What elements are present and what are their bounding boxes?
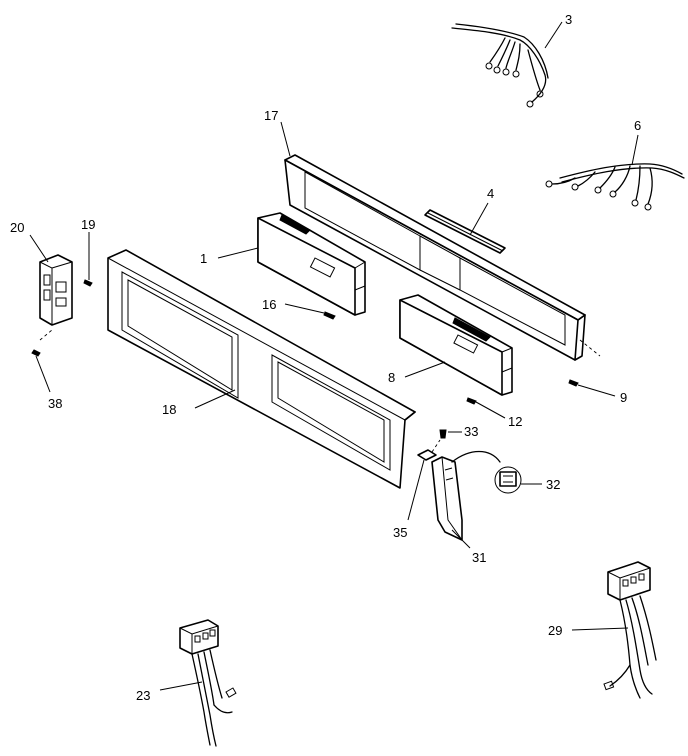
- label-31: 31: [472, 550, 486, 565]
- front-panel-18: [107, 249, 416, 489]
- label-29: 29: [548, 623, 562, 638]
- screw-33: [439, 429, 462, 439]
- label-1: 1: [200, 251, 207, 266]
- switch-bracket-31: [431, 456, 471, 549]
- label-18: 18: [162, 402, 176, 417]
- label-12: 12: [508, 414, 522, 429]
- label-38: 38: [48, 396, 62, 411]
- control-board-8: [399, 294, 513, 396]
- rear-panel-17: [280, 121, 601, 361]
- label-4: 4: [487, 186, 494, 201]
- screw-19: [83, 232, 93, 287]
- label-6: 6: [634, 118, 641, 133]
- screw-9: [568, 379, 616, 397]
- label-23: 23: [136, 688, 150, 703]
- bracket-20: [29, 234, 73, 326]
- screw-12: [466, 397, 506, 419]
- label-3: 3: [565, 12, 572, 27]
- label-33: 33: [464, 424, 478, 439]
- label-20: 20: [10, 220, 24, 235]
- label-19: 19: [81, 217, 95, 232]
- label-8: 8: [388, 370, 395, 385]
- clip-35: [407, 439, 441, 521]
- label-9: 9: [620, 390, 627, 405]
- wire-harness-3: [451, 21, 563, 108]
- label-32: 32: [546, 477, 560, 492]
- wire-harness-6: [545, 134, 685, 211]
- label-35: 35: [393, 525, 407, 540]
- switch-32: [451, 450, 542, 494]
- control-board-1: [217, 212, 366, 316]
- wire-harness-23: [159, 619, 237, 747]
- label-17: 17: [264, 108, 278, 123]
- label-16: 16: [262, 297, 276, 312]
- screw-16: [284, 303, 336, 320]
- wire-harness-29: [571, 561, 657, 699]
- trim-strip-4: [424, 202, 506, 254]
- screw-38: [31, 329, 53, 393]
